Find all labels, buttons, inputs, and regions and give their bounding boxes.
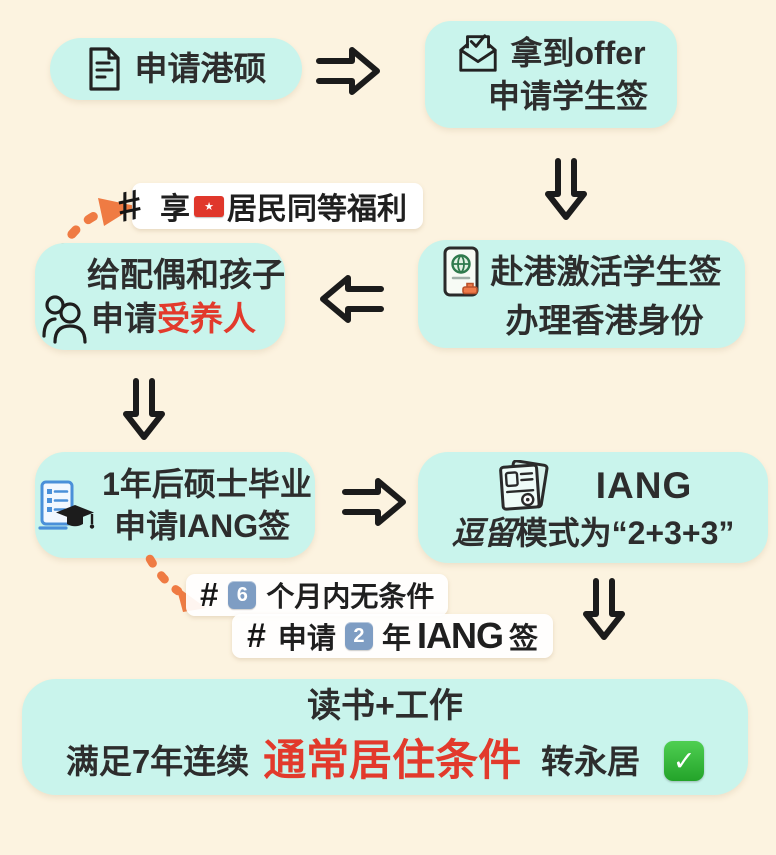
keycap-6-icon: 6 — [228, 581, 257, 609]
step-iang-title: IANG — [595, 464, 693, 506]
arrow-down-icon — [122, 378, 166, 440]
step-permanent-line2-prefix: 满足7年连续 — [65, 742, 250, 780]
passport-stamp-icon — [442, 245, 482, 299]
step-graduate-iang-box: 1年后硕士毕业 申请IANG签 — [35, 452, 315, 558]
step-apply-masters-box: 申请港硕 — [50, 38, 302, 100]
step-permanent-line1: 读书+工作 — [307, 687, 463, 726]
tag-six-months-text: 个月内无条件 — [266, 581, 435, 612]
step-dependent-line2-prefix: 申请 — [91, 299, 157, 337]
step-graduate-line1: 1年后硕士毕业 — [102, 465, 312, 502]
tag-two-year-brand: IANG — [416, 615, 504, 656]
hk-flag-glyph: ★ — [204, 200, 214, 213]
step-activate-line1: 赴港激活学生签 — [490, 253, 722, 291]
tag-resident-benefits-post: 居民同等福利 — [227, 193, 407, 226]
check-glyph: ✓ — [672, 745, 696, 776]
green-check-icon: ✓ — [664, 741, 705, 782]
tag-two-year-iang: # 申请 2 年 IANG 签 — [232, 614, 553, 658]
tag-two-year-mid: 年 — [381, 623, 411, 655]
step-iang-line2-rest: 模式为“2+3+3” — [515, 515, 735, 552]
id-card-icon — [494, 460, 552, 512]
tag-two-year-pre: 申请 — [277, 623, 336, 655]
arrow-right-icon — [316, 46, 380, 96]
keycap-2-icon: 2 — [344, 622, 373, 650]
hashtag-icon: # — [200, 576, 219, 613]
step-dependent-line2-highlight: 受养人 — [157, 299, 256, 337]
tag-six-months: # 6 个月内无条件 — [186, 574, 449, 616]
step-apply-masters-label: 申请港硕 — [134, 50, 267, 88]
hk-flag-icon: ★ — [194, 195, 224, 217]
family-icon — [41, 292, 87, 344]
step-activate-line2: 办理香港身份 — [505, 302, 704, 340]
hashtag-icon: # — [247, 616, 266, 655]
step-dependent-line1: 给配偶和孩子 — [87, 255, 285, 293]
step-permanent-line2-suffix: 转永居 — [541, 742, 641, 780]
arrow-right-icon — [342, 477, 406, 527]
step-activate-visa-box: 赴港激活学生签 办理香港身份 — [418, 240, 745, 348]
step-offer-line2: 申请学生签 — [487, 77, 648, 114]
step-permanent-residency-box: 读书+工作 满足7年连续 通常居住条件 转永居 ✓ — [22, 679, 748, 795]
tag-resident-benefits-pre: 享 — [160, 193, 190, 226]
arrow-down-icon — [544, 158, 588, 220]
arrow-left-icon — [320, 274, 384, 324]
document-icon — [86, 46, 122, 92]
tag-resident-benefits: 享 ★ 居民同等福利 — [132, 183, 423, 229]
step-iang-line2-italic: 逗留 — [451, 515, 516, 552]
step-graduate-line2: 申请IANG签 — [114, 508, 291, 544]
step-dependent-box: 给配偶和孩子 申请受养人 — [35, 243, 285, 350]
step-offer-line1: 拿到offer — [510, 35, 646, 72]
open-envelope-check-icon — [456, 32, 500, 74]
step-permanent-line2-highlight: 通常居住条件 — [263, 737, 522, 786]
arrow-down-icon — [582, 578, 626, 640]
step-offer-studentvisa-box: 拿到offer 申请学生签 — [425, 21, 677, 128]
step-iang-mode-box: IANG 逗留模式为“2+3+3” — [418, 452, 768, 563]
graduation-doc-icon — [38, 480, 96, 534]
tag-two-year-post: 签 — [508, 623, 538, 655]
